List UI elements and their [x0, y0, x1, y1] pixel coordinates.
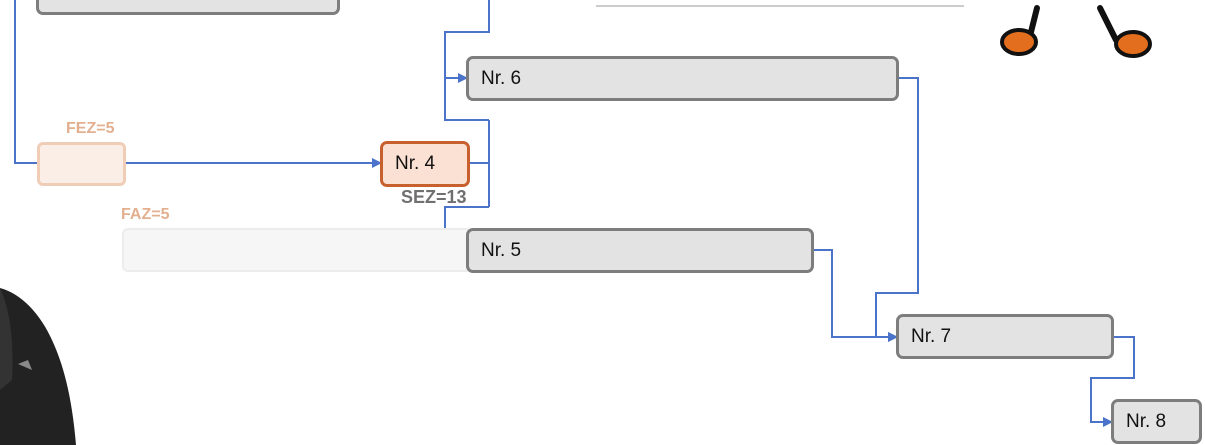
node-nr-4[interactable]: Nr. 4 [380, 141, 470, 187]
connector-nr6-to-nr7 [875, 77, 919, 342]
node-label: Nr. 5 [481, 239, 522, 261]
node-nr-8[interactable]: Nr. 8 [1111, 399, 1202, 444]
node-label: Nr. 8 [1126, 410, 1167, 432]
node-label: Nr. 6 [481, 67, 522, 89]
connector-nr5-to-nr7 [812, 249, 898, 342]
connector-nr4-to-nr6 [444, 78, 489, 121]
node-nr-5[interactable]: Nr. 5 [466, 228, 814, 273]
music-notes-icon [1000, 5, 1152, 58]
sez-label: SEZ=13 [401, 187, 467, 207]
node-label: Nr. 4 [395, 153, 436, 174]
presenter-image [0, 288, 76, 445]
ghost-fez-box [37, 142, 126, 186]
faz-label: FAZ=5 [121, 206, 170, 223]
fez-label: FEZ=5 [66, 120, 115, 137]
connector-nr4-branch [468, 120, 490, 207]
ghost-faz-bar [122, 228, 472, 272]
connector-nr7-to-nr8 [1090, 336, 1135, 427]
node-nr-7[interactable]: Nr. 7 [896, 314, 1114, 359]
node-cut-top [36, 0, 340, 15]
node-nr-6[interactable]: Nr. 6 [466, 56, 899, 101]
connector-top-to-nr6 [444, 0, 490, 83]
connector-start-to-nr4 [14, 0, 382, 168]
node-label: Nr. 7 [911, 325, 952, 347]
